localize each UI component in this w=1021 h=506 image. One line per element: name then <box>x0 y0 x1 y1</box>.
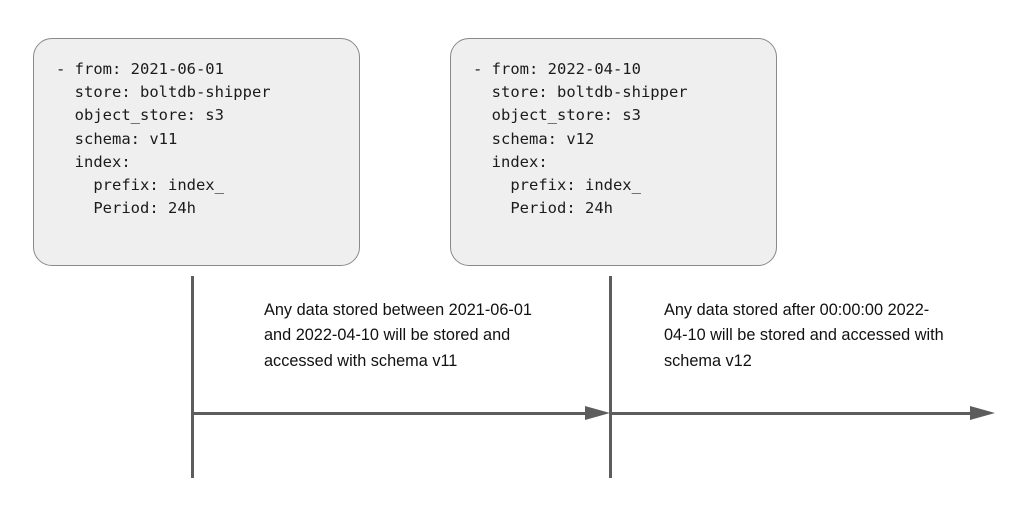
schema-config-text-v12: - from: 2022-04-10 store: boltdb-shipper… <box>473 60 688 218</box>
schema-config-box-v12: - from: 2022-04-10 store: boltdb-shipper… <box>450 38 777 266</box>
timeline-marker-2021-06-01 <box>190 276 194 478</box>
arrow-right-icon-end <box>970 405 995 420</box>
timeline-marker-2022-04-10 <box>608 276 612 478</box>
timeline-axis-segment-v11 <box>191 411 586 415</box>
arrow-right-icon-mid <box>585 405 610 420</box>
schema-config-box-v11: - from: 2021-06-01 store: boltdb-shipper… <box>33 38 360 266</box>
annotation-schema-v12: Any data stored after 00:00:00 2022-04-1… <box>664 301 944 370</box>
timeline-axis-segment-v12 <box>610 411 984 415</box>
schema-config-text-v11: - from: 2021-06-01 store: boltdb-shipper… <box>56 60 271 218</box>
annotation-schema-v11: Any data stored between 2021-06-01 and 2… <box>264 301 532 370</box>
